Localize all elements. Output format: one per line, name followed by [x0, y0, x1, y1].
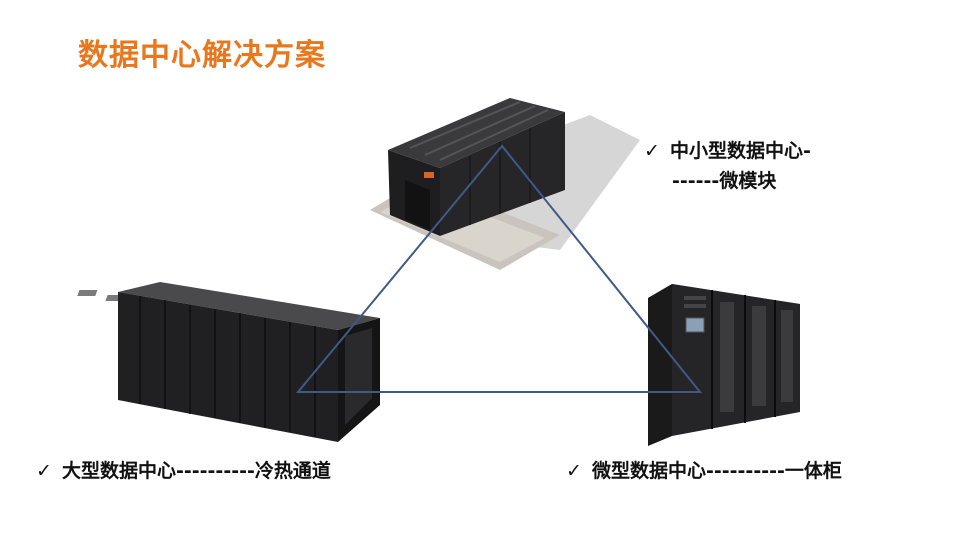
label-micromodule-line1: 中小型数据中心-	[670, 140, 811, 162]
cold-hot-aisle-rack-image	[77, 282, 380, 442]
aisle-door	[345, 328, 372, 425]
check-icon: ✓	[36, 460, 52, 482]
cabinet-screen	[685, 317, 705, 333]
label-micromodule: ✓ 中小型数据中心- ------微模块	[644, 136, 811, 196]
cabinet-side	[648, 284, 672, 446]
label-large-datacenter: ✓ 大型数据中心----------冷热通道	[36, 456, 331, 486]
check-icon: ✓	[644, 140, 660, 162]
module-door	[405, 180, 430, 230]
label-micromodule-line2: ------微模块	[672, 170, 777, 192]
label-micro-datacenter: ✓ 微型数据中心----------一体柜	[566, 456, 842, 486]
check-icon: ✓	[566, 460, 582, 482]
connection-triangle	[295, 144, 703, 393]
brand-tag	[424, 172, 434, 178]
label-micro-text: 微型数据中心----------一体柜	[592, 460, 842, 482]
micromodule-rack-image	[370, 98, 640, 270]
integrated-cabinet-image	[648, 284, 800, 446]
label-large-text: 大型数据中心----------冷热通道	[62, 460, 331, 482]
aisle-front	[118, 292, 338, 442]
aisle-top	[118, 282, 380, 330]
module-side	[440, 112, 565, 236]
slide-title: 数据中心解决方案	[78, 38, 326, 73]
